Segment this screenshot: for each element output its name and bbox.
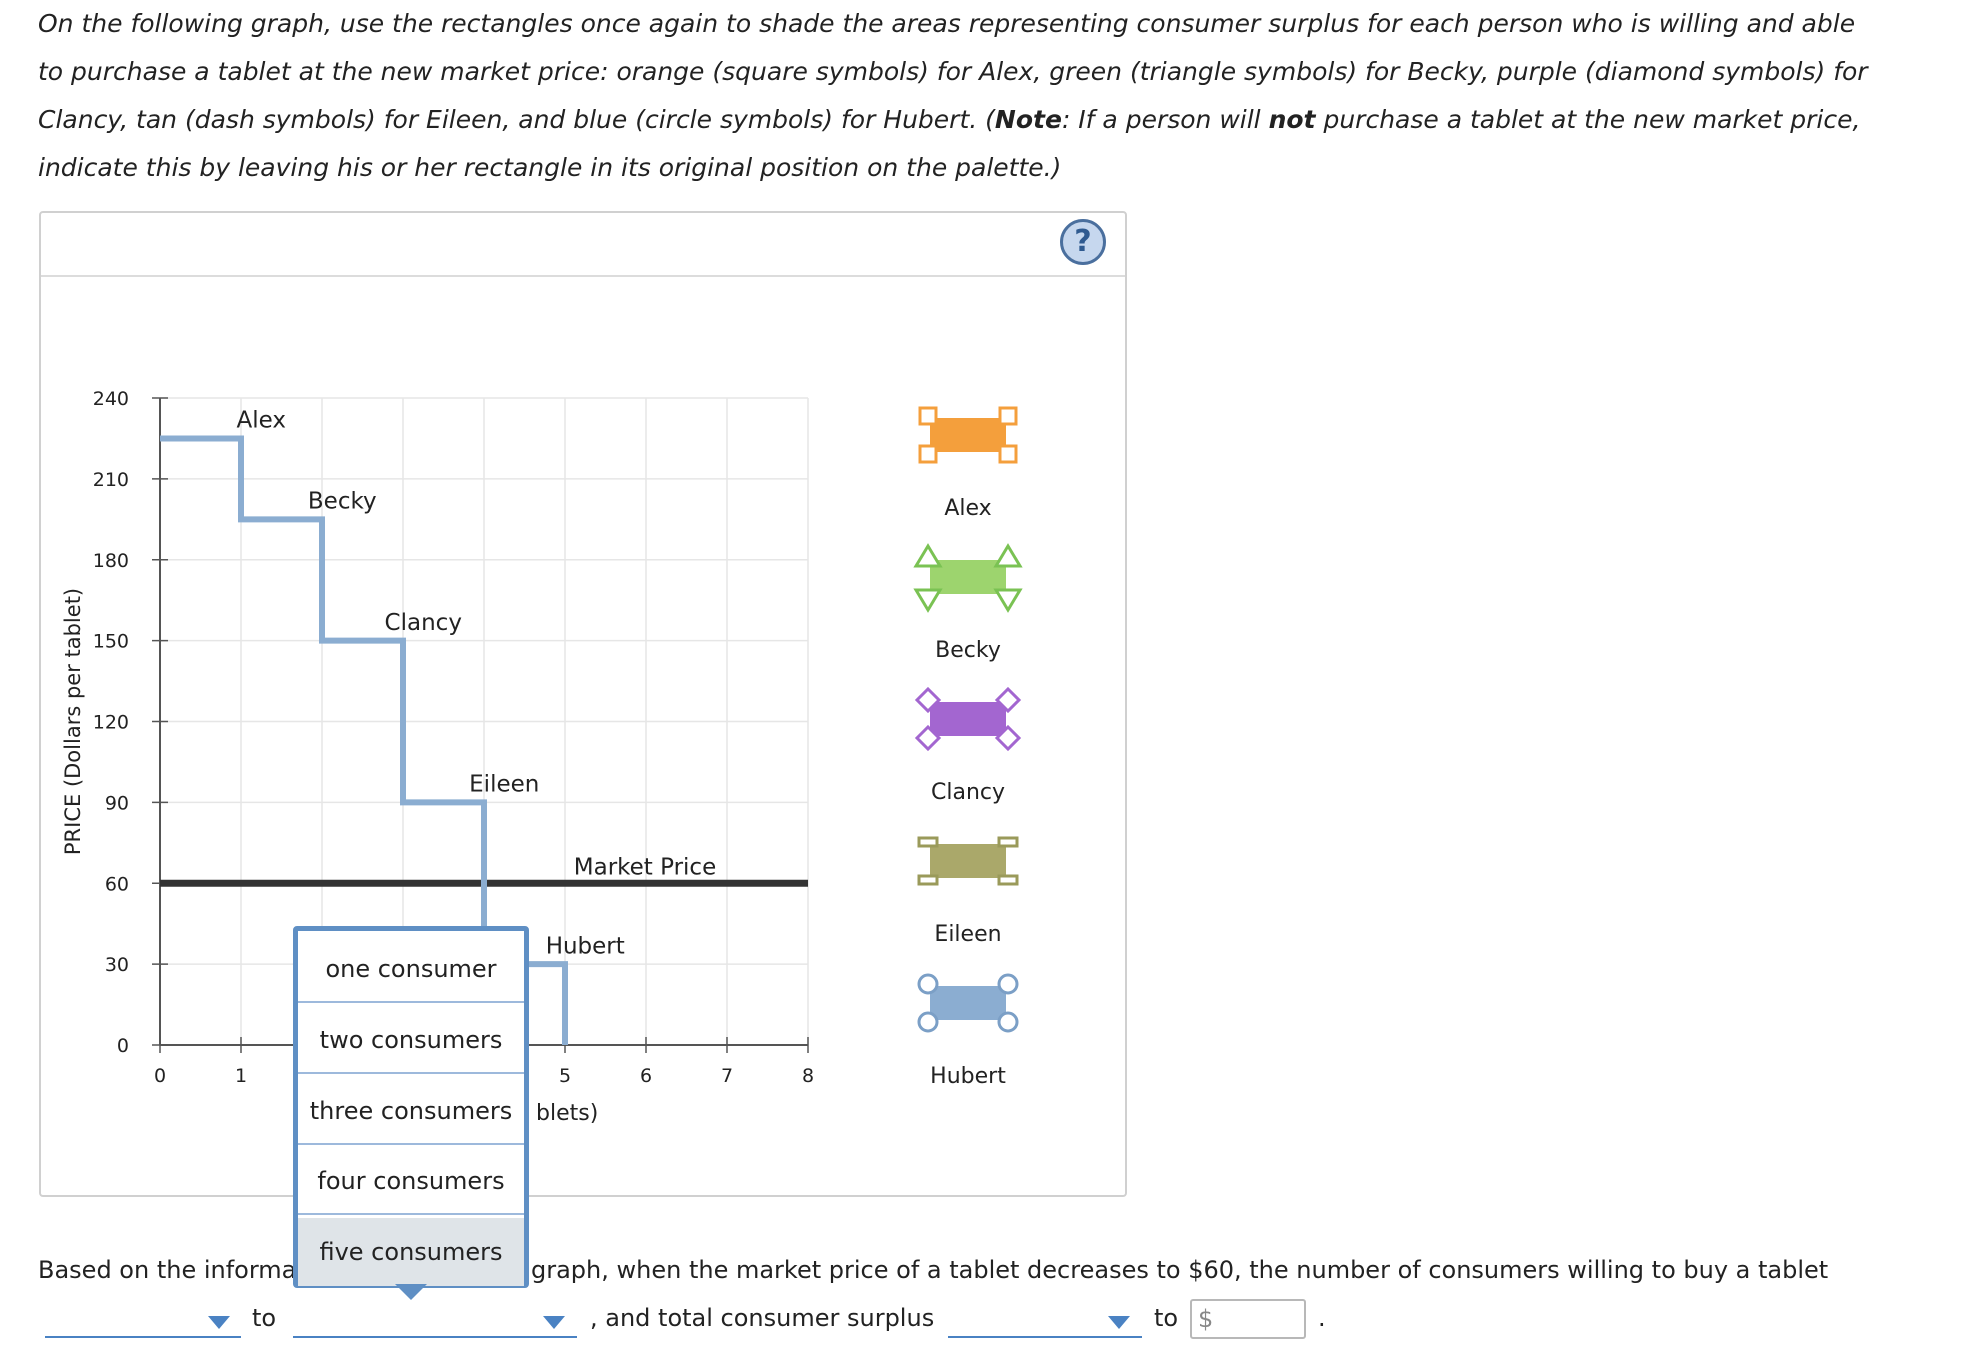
triangle-handle-icon xyxy=(913,588,943,613)
palette-label: Eileen xyxy=(934,922,1002,947)
surplus-change-select[interactable] xyxy=(948,1306,1142,1338)
circle-handle-icon xyxy=(917,1011,939,1033)
palette-rect-alex[interactable] xyxy=(908,401,1028,471)
question-mark-icon: ? xyxy=(1074,224,1092,259)
circle-handle-icon xyxy=(917,973,939,995)
y-tick-label: 60 xyxy=(105,873,129,895)
x-tick-label: 8 xyxy=(802,1065,814,1087)
x-axis-label: blets) xyxy=(536,1101,598,1126)
y-tick-label: 150 xyxy=(93,631,129,653)
palette-label: Hubert xyxy=(930,1064,1006,1089)
instructions-part-1: On the following graph, use the rectangl… xyxy=(38,9,1868,134)
x-tick-label: 7 xyxy=(721,1065,733,1087)
chevron-down-icon xyxy=(1108,1316,1130,1329)
chevron-down-icon xyxy=(208,1316,230,1329)
triangle-handle-icon xyxy=(993,543,1023,568)
step-label: Eileen xyxy=(469,772,539,798)
graph-panel-header xyxy=(41,213,1125,277)
x-tick-label: 1 xyxy=(235,1065,247,1087)
consumer-surplus-label: , and total consumer surplus xyxy=(590,1304,935,1332)
x-tick-label: 5 xyxy=(559,1065,571,1087)
period: . xyxy=(1318,1304,1326,1332)
diamond-handle-icon xyxy=(914,724,942,752)
to-label-1: to xyxy=(252,1304,277,1332)
dollar-sign: $ xyxy=(1198,1305,1214,1333)
dash-handle-icon xyxy=(917,874,939,886)
step-label: Clancy xyxy=(385,610,462,636)
palette-rect-fill xyxy=(930,560,1006,594)
market-price-label: Market Price xyxy=(574,854,716,880)
dropdown-option-selected[interactable]: five consumers xyxy=(298,1218,524,1286)
consumers-dropdown-menu: one consumer two consumers three consume… xyxy=(293,926,529,1288)
note-label: Note xyxy=(994,105,1062,134)
y-tick-label: 240 xyxy=(93,388,129,410)
palette-rect-becky[interactable] xyxy=(908,543,1028,613)
palette-rect-fill xyxy=(930,702,1006,736)
square-handle-icon xyxy=(918,406,938,426)
dropdown-option[interactable]: two consumers xyxy=(298,1006,524,1074)
not-word: not xyxy=(1268,105,1316,134)
square-handle-icon xyxy=(998,406,1018,426)
palette-rect-hubert[interactable] xyxy=(908,969,1028,1039)
question-text-part-1: Based on the informa xyxy=(38,1256,297,1284)
palette-rect-fill xyxy=(930,986,1006,1020)
help-button[interactable]: ? xyxy=(1060,219,1106,265)
consumers-from-select[interactable] xyxy=(45,1306,241,1338)
palette-rect-clancy[interactable] xyxy=(908,685,1028,755)
dash-handle-icon xyxy=(917,836,939,848)
question-text-part-2: graph, when the market price of a tablet… xyxy=(531,1256,1829,1284)
dash-handle-icon xyxy=(997,874,1019,886)
triangle-handle-icon xyxy=(913,543,943,568)
dropdown-option[interactable]: four consumers xyxy=(298,1147,524,1215)
palette-label: Becky xyxy=(935,638,1001,663)
circle-handle-icon xyxy=(997,973,1019,995)
palette-rect-fill xyxy=(930,418,1006,452)
dash-handle-icon xyxy=(997,836,1019,848)
step-label: Alex xyxy=(237,408,286,434)
palette-label: Alex xyxy=(944,496,992,521)
palette-rect-eileen[interactable] xyxy=(908,827,1028,897)
x-tick-label: 6 xyxy=(640,1065,652,1087)
x-tick-label: 0 xyxy=(154,1065,166,1087)
y-tick-label: 180 xyxy=(93,550,129,572)
circle-handle-icon xyxy=(997,1011,1019,1033)
y-axis-label: PRICE (Dollars per tablet) xyxy=(61,588,85,855)
consumers-to-select[interactable] xyxy=(293,1306,577,1338)
to-label-2: to xyxy=(1154,1304,1179,1332)
square-handle-icon xyxy=(918,444,938,464)
y-tick-label: 210 xyxy=(93,469,129,491)
palette-rect-fill xyxy=(930,844,1006,878)
y-tick-label: 0 xyxy=(117,1035,129,1057)
instructions-text: On the following graph, use the rectangl… xyxy=(38,0,1878,192)
y-tick-label: 30 xyxy=(105,954,129,976)
diamond-handle-icon xyxy=(994,686,1022,714)
square-handle-icon xyxy=(998,444,1018,464)
step-label: Hubert xyxy=(546,933,625,959)
instructions-part-2: : If a person will xyxy=(1061,105,1269,134)
instructions-part-3: purchase a tablet at the new market pric… xyxy=(38,105,1861,182)
surplus-amount-input[interactable]: $ xyxy=(1190,1299,1306,1339)
y-tick-label: 90 xyxy=(105,792,129,814)
diamond-handle-icon xyxy=(994,724,1022,752)
step-label: Becky xyxy=(308,488,377,514)
diamond-handle-icon xyxy=(914,686,942,714)
dropdown-caret-icon xyxy=(395,1284,427,1300)
chevron-down-icon xyxy=(543,1316,565,1329)
dropdown-option[interactable]: one consumer xyxy=(298,935,524,1003)
dropdown-option[interactable]: three consumers xyxy=(298,1077,524,1145)
palette-label: Clancy xyxy=(930,780,1005,805)
y-tick-label: 120 xyxy=(93,712,129,734)
triangle-handle-icon xyxy=(993,588,1023,613)
